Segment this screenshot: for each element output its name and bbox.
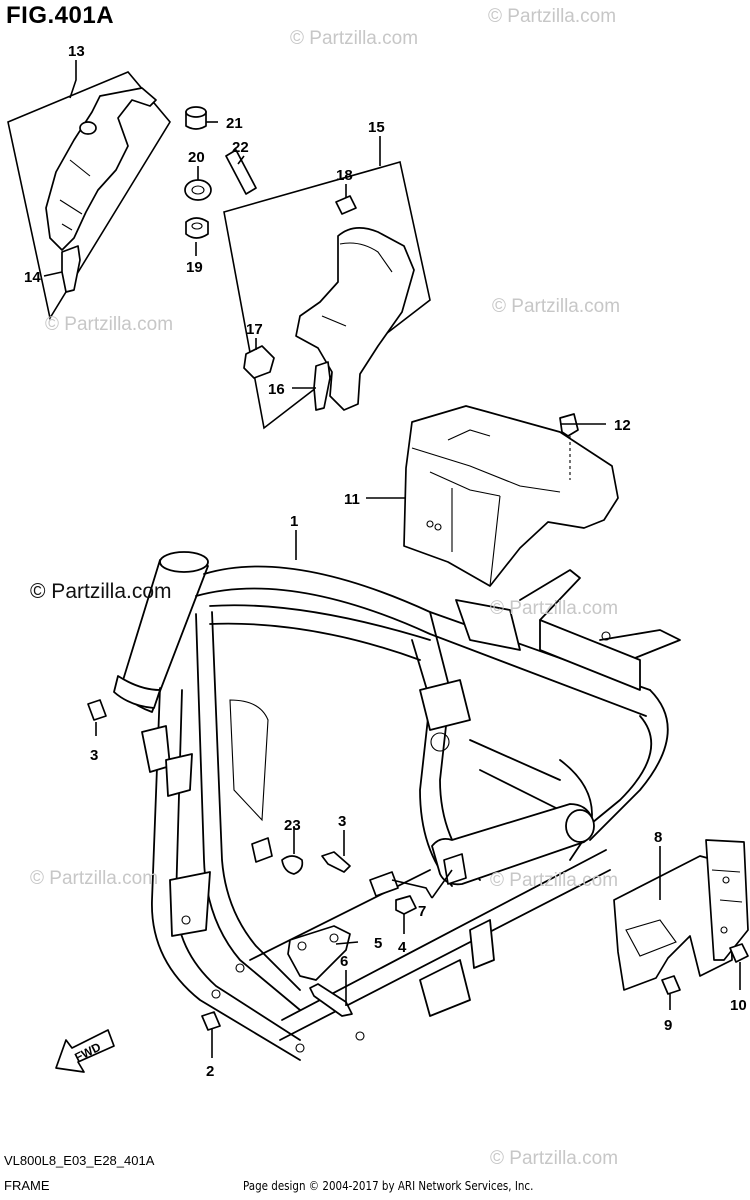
callout-21: 21	[226, 115, 243, 132]
part-21-top	[185, 106, 207, 118]
part-7-bushing-b	[443, 853, 467, 885]
watermark-2: © Partzilla.com	[488, 6, 617, 27]
figure-title: FIG.401A	[6, 2, 115, 29]
callout-4: 4	[398, 939, 407, 956]
callout-16: 16	[268, 381, 285, 398]
part-5-bracket	[287, 925, 351, 981]
callout-6: 6	[340, 953, 348, 970]
part-22-strip	[225, 149, 257, 195]
callout-labels: 13 14 21 22 20 19 15 18 17 16 12 11 1 3 …	[24, 43, 747, 1080]
part-19-spacer	[185, 217, 209, 239]
part-7-bushing-a	[369, 871, 399, 897]
watermark-dark: © Partzilla.com	[30, 580, 172, 603]
part-16-band	[313, 361, 331, 411]
callout-17: 17	[246, 321, 263, 338]
callout-14: 14	[24, 269, 41, 286]
part-1-main-frame	[113, 551, 681, 1061]
part-23-plug	[281, 855, 304, 875]
copyright-notice: Page design © 2004-2017 by ARI Network S…	[243, 1179, 534, 1193]
part-8-hole-b	[720, 926, 728, 934]
callout-3-center: 3	[338, 813, 346, 830]
watermark-6: © Partzilla.com	[30, 868, 159, 889]
callout-1: 1	[290, 513, 298, 530]
part-20-grommet	[184, 179, 212, 201]
part-2-bolt	[201, 1011, 221, 1031]
part-15-cover	[295, 227, 415, 411]
part-20-inner	[191, 185, 205, 195]
callout-9: 9	[664, 1017, 672, 1034]
watermark-8: © Partzilla.com	[490, 1148, 619, 1169]
part-11-detail	[411, 429, 561, 587]
part-13-frame-cover	[45, 87, 157, 251]
part-13-hole	[79, 121, 97, 135]
part-8-side-plate	[705, 839, 749, 961]
callout-23: 23	[284, 817, 301, 834]
callout-3-left: 3	[90, 747, 98, 764]
part-14-reflector	[61, 245, 81, 293]
watermark-3: © Partzilla.com	[45, 314, 174, 335]
fwd-arrow: FWD	[55, 1029, 115, 1073]
part-17-cushion	[243, 345, 275, 379]
group-box-13	[7, 71, 171, 321]
part-11-hole-a	[426, 520, 434, 528]
callout-5: 5	[374, 935, 382, 952]
part-11-hole-b	[434, 523, 442, 531]
callout-10: 10	[730, 997, 747, 1014]
part-11-battery-box	[403, 405, 619, 587]
callout-12: 12	[614, 417, 631, 434]
callout-18: 18	[336, 167, 353, 184]
part-19-hole	[191, 222, 203, 230]
callout-22: 22	[232, 139, 249, 156]
callout-11: 11	[344, 491, 360, 508]
watermark-1: © Partzilla.com	[290, 28, 419, 49]
watermark-5: © Partzilla.com	[490, 598, 619, 619]
part-18-cushion	[335, 195, 357, 215]
part-9-bolt	[661, 975, 681, 995]
part-4-nut	[395, 895, 417, 915]
part-8-detail	[625, 869, 743, 957]
callout-15: 15	[368, 119, 385, 136]
part-5-hole-a	[297, 941, 307, 951]
watermark-4: © Partzilla.com	[492, 296, 621, 317]
callout-2: 2	[206, 1063, 214, 1080]
callout-13: 13	[68, 43, 85, 60]
callout-8: 8	[654, 829, 662, 846]
callout-20: 20	[188, 149, 205, 166]
leader-lines	[43, 60, 741, 1058]
part-12-bolt	[559, 413, 579, 437]
part-13-detail	[59, 159, 91, 231]
watermark-7: © Partzilla.com	[490, 870, 619, 891]
part-5-hole-b	[329, 933, 339, 943]
part-3-bolt-b	[321, 851, 351, 873]
part-15-detail	[321, 242, 393, 327]
figure-name: FRAME	[4, 1178, 50, 1193]
callout-19: 19	[186, 259, 203, 276]
part-23-mount	[251, 837, 273, 863]
part-3-bolt-a	[87, 699, 107, 721]
part-10-bolt	[729, 943, 749, 963]
part-6-long-bolt	[309, 983, 353, 1017]
callout-7: 7	[418, 903, 426, 920]
figure-code: VL800L8_E03_E28_401A	[4, 1153, 155, 1168]
part-8-hole-a	[722, 876, 730, 884]
